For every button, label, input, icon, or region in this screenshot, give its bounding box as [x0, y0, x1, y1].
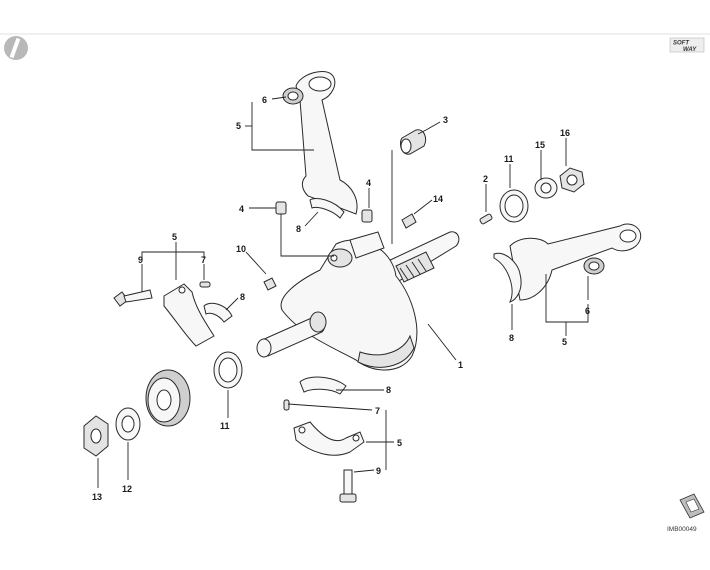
callout-6-right: 6 — [585, 306, 590, 316]
thrust-washer-11-front — [213, 351, 243, 389]
crankshaft — [256, 231, 460, 371]
softway-logo: SOFT WAY — [669, 37, 705, 53]
callout-4-right: 4 — [366, 178, 371, 188]
dowel-7-upper — [199, 281, 211, 288]
logo-line2: WAY — [683, 47, 697, 53]
callout-2: 2 — [483, 174, 488, 184]
connecting-rod-upper — [282, 71, 358, 219]
small-end-bushing — [399, 129, 427, 155]
bearing-cap-5-left — [163, 283, 215, 347]
callout-13: 13 — [92, 492, 102, 502]
dowel-7-lower — [283, 399, 290, 411]
sleeve-4-left — [275, 201, 287, 215]
callout-6-upper: 6 — [262, 95, 267, 105]
callout-1: 1 — [458, 360, 463, 370]
callout-11-upper: 11 — [504, 154, 514, 164]
callout-5-lower: 5 — [397, 438, 402, 448]
washer-12 — [115, 407, 141, 441]
sleeve-4-right — [361, 209, 373, 223]
washer-15 — [534, 177, 558, 199]
gear — [145, 369, 191, 427]
key-14 — [401, 213, 417, 229]
callout-8-lower: 8 — [386, 385, 391, 395]
callout-5-left: 5 — [172, 232, 177, 242]
bmw-disk-icon — [4, 36, 28, 60]
callout-10: 10 — [236, 244, 246, 254]
diagram-id: IMB00049 — [667, 526, 697, 533]
connecting-rod-lower — [493, 223, 642, 303]
bearing-shell-8-left — [203, 302, 233, 323]
callout-16: 16 — [560, 128, 570, 138]
document-icon — [679, 493, 705, 519]
bolt-9-upper — [113, 289, 153, 307]
callout-3: 3 — [443, 115, 448, 125]
nut-13 — [83, 415, 109, 457]
logo-line1: SOFT — [673, 41, 690, 47]
key-10 — [263, 277, 277, 291]
callout-14: 14 — [433, 194, 443, 204]
callout-9-lower: 9 — [376, 466, 381, 476]
bolt-9-lower — [339, 469, 357, 503]
callout-15: 15 — [535, 140, 545, 150]
callout-5-upper: 5 — [236, 121, 241, 131]
callout-8-left: 8 — [240, 292, 245, 302]
callout-11-lower: 11 — [220, 421, 230, 431]
callouts: 6 5 3 16 15 11 2 4 4 14 8 10 5 9 7 8 1 8… — [92, 95, 590, 502]
nut-16 — [559, 167, 585, 193]
callout-9-upper: 9 — [138, 255, 143, 265]
callout-7-upper: 7 — [201, 255, 206, 265]
callout-8-right: 8 — [509, 333, 514, 343]
bearing-shell-8-lower — [299, 376, 347, 395]
callout-7-lower: 7 — [375, 406, 380, 416]
callout-8-upper: 8 — [296, 224, 301, 234]
leader-lines — [97, 96, 589, 488]
bearing-cap-5-lower — [293, 421, 365, 456]
callout-4-left: 4 — [239, 204, 244, 214]
pin-2 — [479, 213, 493, 225]
thrust-washer-11 — [499, 189, 529, 223]
callout-5-right: 5 — [562, 337, 567, 347]
callout-12: 12 — [122, 484, 132, 494]
